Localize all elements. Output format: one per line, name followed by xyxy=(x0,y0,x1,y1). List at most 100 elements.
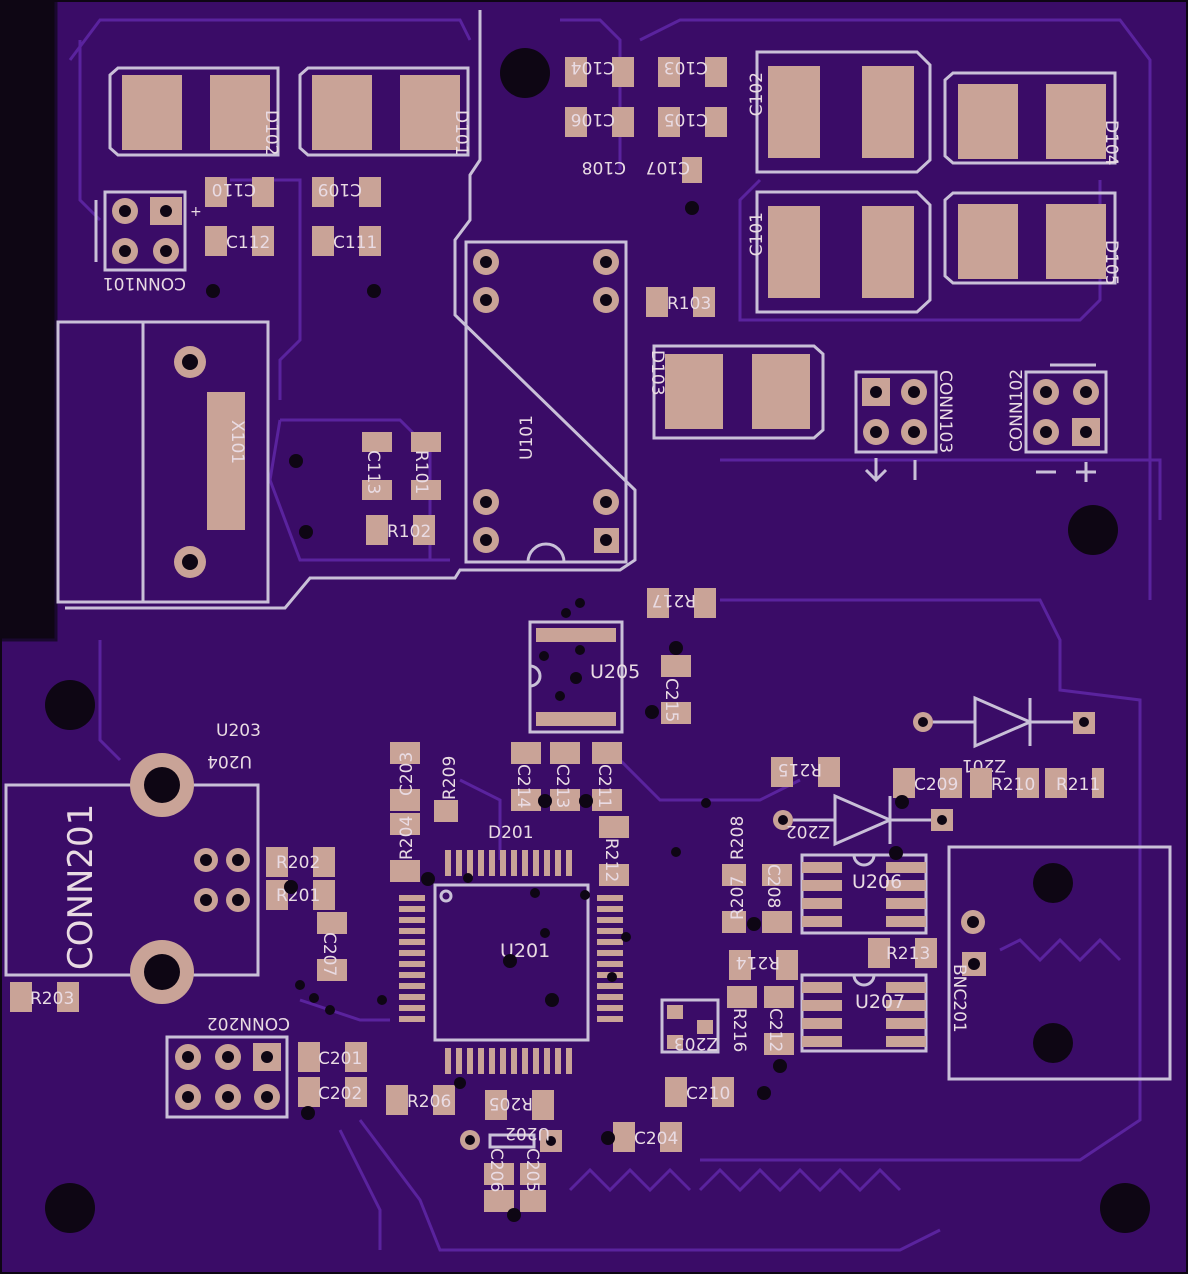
label-r217: R217 xyxy=(652,590,696,610)
diode-d102: D102 xyxy=(108,66,281,157)
ic-pin xyxy=(445,1048,451,1074)
label-c103: C103 xyxy=(664,57,708,77)
ic-pin xyxy=(566,850,572,876)
connector-conn103[interactable]: CONN103 xyxy=(854,370,955,483)
label-d104: D104 xyxy=(1101,120,1121,166)
label-r102: R102 xyxy=(387,522,431,542)
connector-conn202[interactable]: CONN202 xyxy=(165,1013,290,1119)
ic-pin xyxy=(478,850,484,876)
ic-pin xyxy=(399,983,425,989)
cap-c109: C109 xyxy=(312,177,381,207)
mounting-hole xyxy=(45,680,95,730)
resistor-r103: R103 xyxy=(646,287,715,317)
label-r209: R209 xyxy=(440,756,460,800)
ic-pin xyxy=(399,939,425,945)
label-c206: C206 xyxy=(486,1148,506,1192)
ic-u207: U207 xyxy=(800,973,928,1053)
ic-pin xyxy=(478,1048,484,1074)
ic-pin xyxy=(489,1048,495,1074)
ic-pin xyxy=(566,1048,572,1074)
resistor-r202: R202 xyxy=(266,847,335,877)
ic-pin xyxy=(489,850,495,876)
ic-pin xyxy=(511,1048,517,1074)
ic-pin xyxy=(399,1016,425,1022)
label-r208: R208 xyxy=(728,816,748,860)
ic-pin xyxy=(597,1005,623,1011)
cap-c206: C206 xyxy=(484,1148,514,1212)
cap-c108: C108 xyxy=(582,157,626,177)
connector-conn101[interactable]: + CONN101 xyxy=(94,190,202,293)
cap-c214: C214 xyxy=(511,742,541,811)
label-u204: U204 xyxy=(207,751,252,771)
ic-pin xyxy=(597,906,623,912)
label-c209: C209 xyxy=(914,775,958,795)
label-r207: R207 xyxy=(728,876,748,920)
ic-pin xyxy=(500,1048,506,1074)
diode-d104: D104 xyxy=(943,71,1121,166)
label-c106: C106 xyxy=(571,109,615,129)
cap-c105: C105 xyxy=(658,107,727,137)
cap-c209: C209 xyxy=(893,768,962,798)
resistor-r205: R205 xyxy=(485,1090,554,1120)
ic-pin xyxy=(456,850,462,876)
cap-c201: C201 xyxy=(298,1042,367,1072)
diode-d103: D103 xyxy=(647,344,825,440)
diode-d105: D105 xyxy=(943,191,1121,286)
ic-pin xyxy=(467,850,473,876)
cap-c104: C104 xyxy=(565,57,634,87)
label-d201: D201 xyxy=(488,823,534,843)
label-x101: X101 xyxy=(227,420,247,464)
resistor-r209: R209 xyxy=(434,756,460,822)
resistor-r207: R207 xyxy=(722,864,748,933)
label-conn202: CONN202 xyxy=(207,1013,290,1033)
mounting-hole xyxy=(1100,1183,1150,1233)
ic-pin xyxy=(533,850,539,876)
label-c107: C107 xyxy=(646,157,690,177)
label-bnc201: BNC201 xyxy=(949,964,969,1033)
resistor-r201: R201 xyxy=(266,880,335,910)
connector-conn102[interactable]: CONN102 xyxy=(1007,363,1108,482)
ic-u205: U205 xyxy=(528,620,640,734)
label-conn101-plus: + xyxy=(190,204,202,220)
label-r211: R211 xyxy=(1056,775,1100,795)
resistor-r214: R214 xyxy=(729,950,798,980)
label-c201: C201 xyxy=(318,1049,362,1069)
label-c111: C111 xyxy=(333,233,377,253)
resistor-r217: R217 xyxy=(647,588,716,618)
label-conn103: CONN103 xyxy=(935,370,955,453)
ic-pin xyxy=(597,939,623,945)
connector-conn201[interactable]: CONN201 xyxy=(4,753,260,1004)
label-c203: C203 xyxy=(397,752,417,796)
ic-pin xyxy=(597,950,623,956)
ic-pin xyxy=(533,1048,539,1074)
label-c211: C211 xyxy=(594,764,614,808)
ic-pin xyxy=(399,906,425,912)
cap-c207: C207 xyxy=(317,912,347,981)
ic-pin xyxy=(511,850,517,876)
mounting-hole xyxy=(500,48,550,98)
label-u205: U205 xyxy=(590,661,640,683)
ic-pin xyxy=(597,917,623,923)
label-u207: U207 xyxy=(855,991,905,1013)
ic-u206: U206 xyxy=(800,853,928,935)
label-d103: D103 xyxy=(647,350,667,396)
cap-c208: C208 xyxy=(762,864,792,933)
connector-bnc201[interactable]: BNC201 xyxy=(947,845,1172,1081)
ic-pin xyxy=(399,928,425,934)
label-c214: C214 xyxy=(513,764,533,808)
label-c105: C105 xyxy=(664,109,708,129)
resistor-r102: R102 xyxy=(366,515,435,545)
ic-pin xyxy=(597,961,623,967)
label-c109: C109 xyxy=(318,179,362,199)
mounting-hole xyxy=(1068,505,1118,555)
cap-c107: C107 xyxy=(646,157,702,183)
ic-u202: U202 xyxy=(460,1123,562,1152)
crystal-x101: X101 xyxy=(56,320,270,604)
label-r214: R214 xyxy=(736,952,780,972)
ic-pin xyxy=(555,1048,561,1074)
resistor-r206: R206 xyxy=(386,1085,455,1115)
label-d101: D101 xyxy=(451,110,471,156)
label-c207: C207 xyxy=(319,932,339,976)
